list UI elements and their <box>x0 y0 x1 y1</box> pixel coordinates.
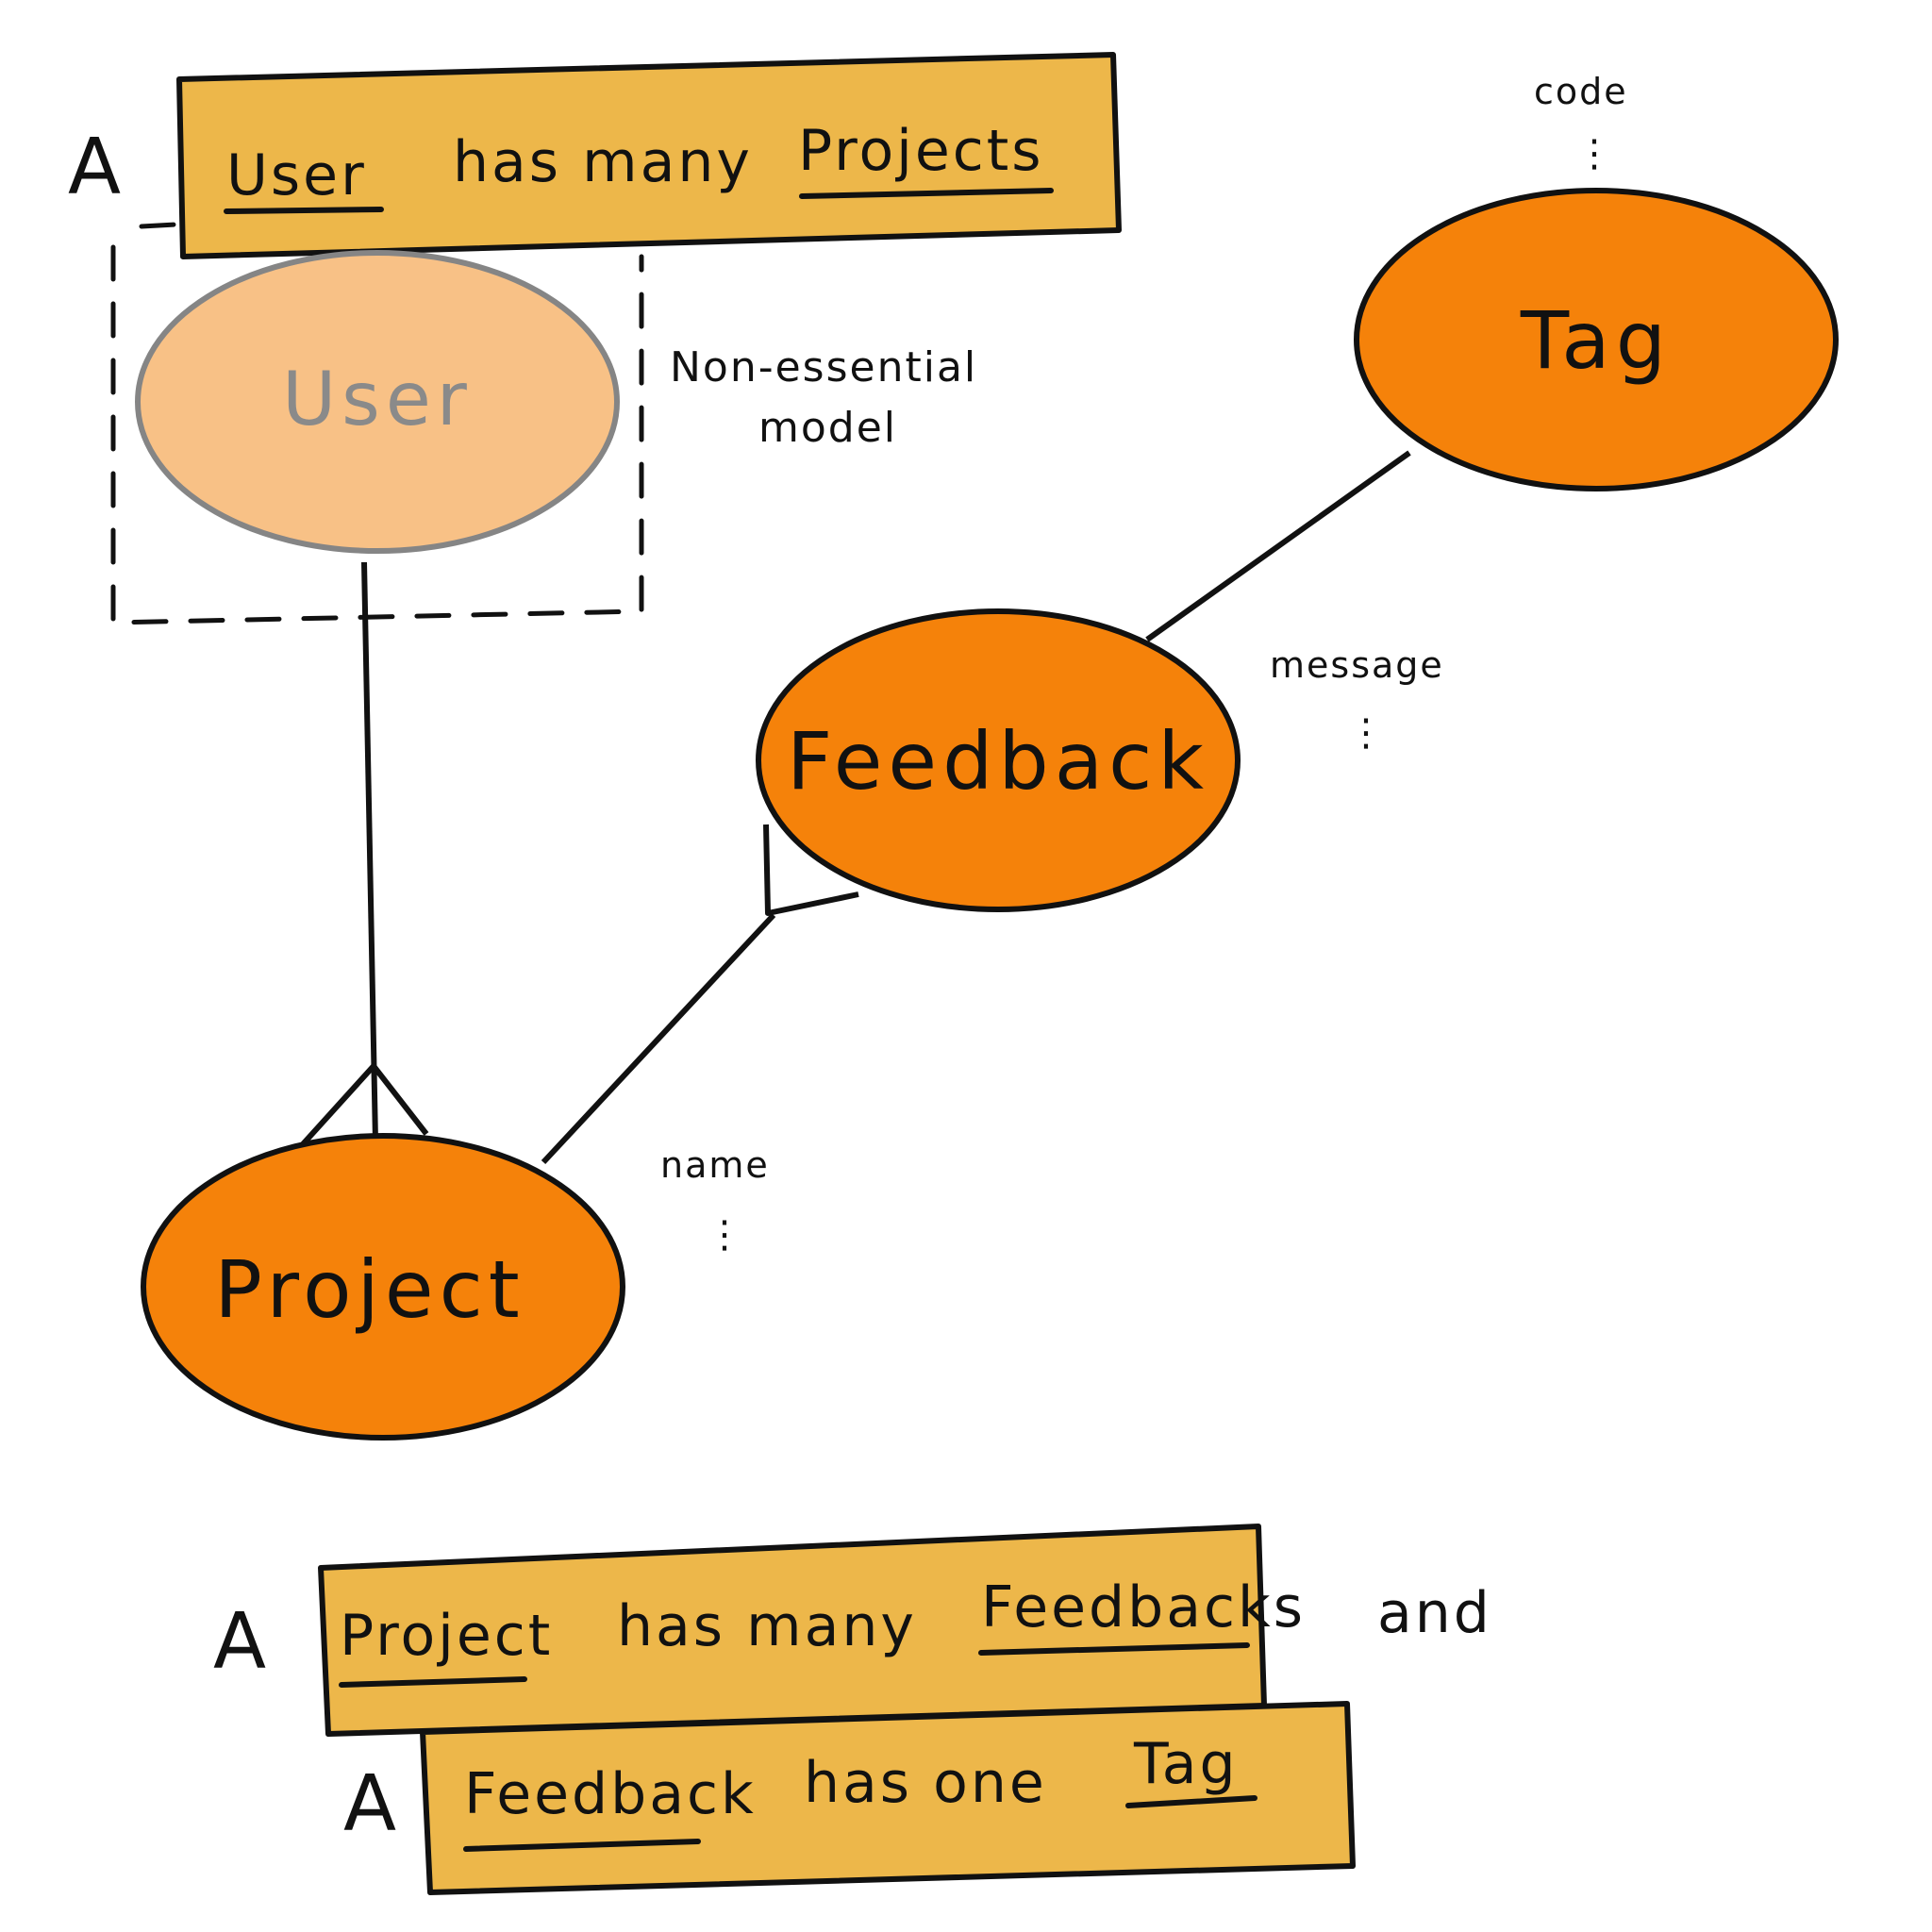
project-attribute-ellipsis: ⋮ <box>706 1213 743 1257</box>
middle-banner-subject: Project <box>340 1603 553 1669</box>
non-essential-note-line2: model <box>758 404 897 452</box>
entity-tag: Tag <box>1354 188 1839 491</box>
bottom-banner-prefix: A <box>343 1759 396 1849</box>
bottom-banner-verb: has one <box>804 1750 1047 1816</box>
project-attribute: name <box>660 1144 770 1186</box>
top-banner-box <box>176 52 1122 259</box>
top-banner-object: Projects <box>798 118 1044 184</box>
bottom-banner: Feedback has one Tag <box>420 1701 1356 1895</box>
top-banner: User has many Projects <box>176 52 1122 259</box>
relationships <box>299 450 1411 1165</box>
feedback-label: Feedback <box>787 715 1209 808</box>
user-project-crowfoot <box>299 1063 429 1148</box>
user-project-line <box>361 561 378 1142</box>
feedback-ellipse <box>756 608 1241 912</box>
project-ellipse <box>141 1133 625 1441</box>
bottom-banner-subject-underline <box>463 1839 701 1852</box>
project-feedback-crowfoot <box>763 824 859 916</box>
feedback-attribute-ellipsis: ⋮ <box>1347 711 1385 755</box>
middle-banner-object-underline <box>978 1642 1250 1656</box>
entity-feedback: Feedback <box>756 608 1241 912</box>
top-banner-object-underline <box>799 188 1054 199</box>
middle-banner-subject-underline <box>339 1676 527 1688</box>
middle-banner-verb: has many <box>617 1593 917 1659</box>
top-banner-verb: has many <box>453 129 753 195</box>
middle-banner-suffix: and <box>1377 1580 1492 1646</box>
bottom-banner-object: Tag <box>1133 1731 1239 1797</box>
middle-banner-prefix: A <box>213 1597 266 1687</box>
tag-label: Tag <box>1520 294 1672 387</box>
top-banner-subject: User <box>226 142 367 208</box>
bottom-banner-subject: Feedback <box>464 1761 757 1827</box>
tag-ellipse <box>1354 188 1839 491</box>
user-ellipse <box>135 250 620 554</box>
project-feedback-line <box>541 912 776 1165</box>
tag-attribute: code <box>1534 71 1628 112</box>
tag-attribute-ellipsis: ⋮ <box>1575 132 1613 175</box>
user-label: User <box>282 358 473 442</box>
top-banner-subject-underline <box>224 207 384 214</box>
feedback-attribute: message <box>1270 644 1444 686</box>
non-essential-boundary <box>110 222 644 625</box>
top-banner-prefix: A <box>68 123 121 212</box>
entity-project: Project <box>141 1133 625 1441</box>
feedback-tag-line <box>1145 450 1411 642</box>
middle-banner: Project has many Feedbacks <box>318 1524 1306 1737</box>
entity-user: User <box>135 250 620 554</box>
bottom-banner-object-underline <box>1125 1795 1257 1808</box>
non-essential-note-line1: Non-essential <box>670 343 977 391</box>
middle-banner-object: Feedbacks <box>981 1574 1306 1641</box>
project-label: Project <box>214 1243 525 1336</box>
